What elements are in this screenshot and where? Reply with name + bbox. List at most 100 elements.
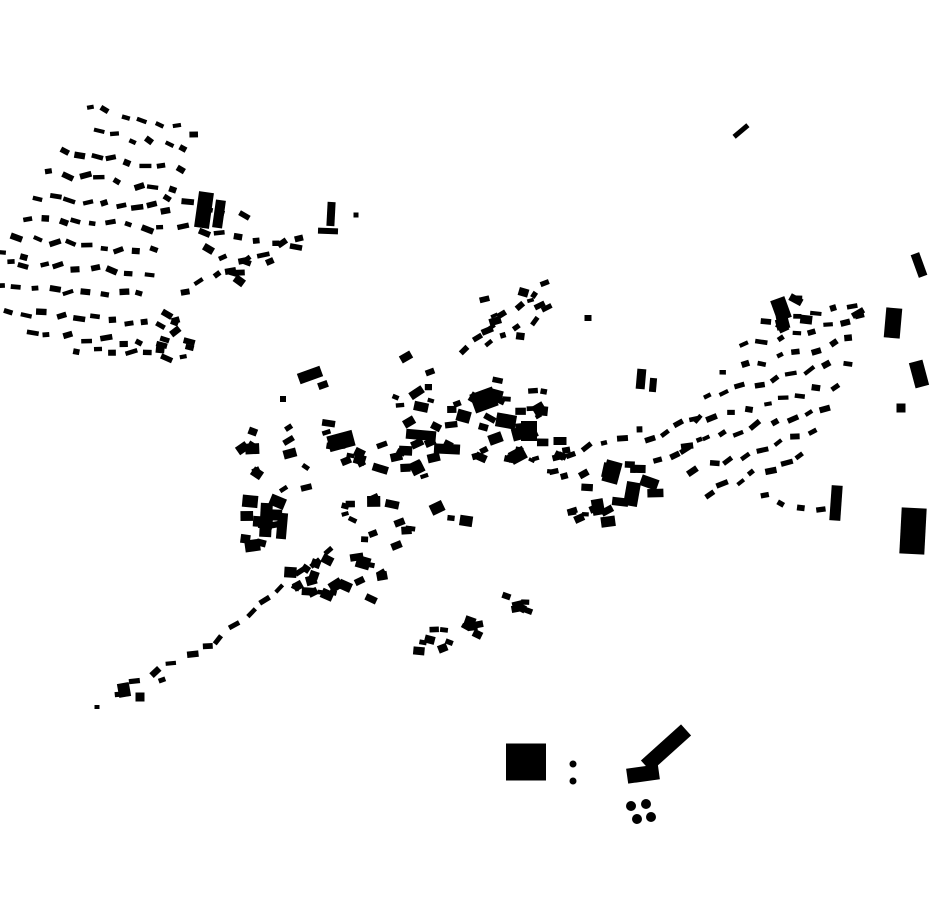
building-footprint (447, 514, 455, 522)
building-footprint (533, 300, 546, 311)
building-footprint (477, 422, 489, 432)
building-footprint (360, 536, 369, 543)
building-footprint (89, 313, 101, 320)
building-footprint (227, 620, 241, 631)
building-footprint (412, 646, 425, 656)
building-footprint (108, 316, 117, 324)
round-building-footprint (626, 801, 636, 811)
building-footprint (776, 351, 784, 359)
building-footprint (291, 579, 304, 592)
building-footprint (157, 676, 167, 684)
round-building-footprint (641, 799, 651, 809)
building-footprint (119, 288, 130, 296)
building-footprint (264, 257, 275, 266)
building-footprint (79, 170, 93, 180)
building-footprint (780, 458, 794, 467)
building-footprint (186, 650, 199, 658)
building-footprint (490, 312, 499, 319)
building-footprint (275, 512, 289, 540)
building-footprint (823, 322, 833, 327)
building-footprint (478, 295, 490, 304)
building-footprint (536, 438, 549, 447)
building-footprint (644, 434, 656, 444)
building-footprint (176, 222, 190, 231)
round-building-footprint (569, 777, 577, 785)
building-footprint (70, 266, 80, 273)
building-footprint (764, 466, 778, 476)
building-footprint (124, 320, 134, 327)
building-footprint (471, 628, 484, 640)
building-footprint (910, 252, 928, 278)
building-footprint (718, 388, 729, 397)
building-footprint (491, 376, 504, 385)
building-footprint (124, 348, 138, 356)
building-footprint (777, 395, 789, 401)
building-footprint (241, 494, 259, 509)
building-footprint (393, 517, 406, 528)
building-footprint (395, 447, 407, 457)
building-footprint (217, 253, 228, 262)
building-footprint (143, 135, 155, 146)
building-footprint (600, 515, 616, 528)
building-footprint (773, 438, 783, 447)
building-footprint (255, 538, 267, 548)
building-footprint (133, 182, 146, 192)
building-footprint (757, 360, 767, 367)
building-footprint (581, 483, 594, 492)
building-footprint (526, 297, 535, 304)
building-footprint (149, 245, 159, 253)
building-footprint (709, 460, 720, 467)
building-footprint (310, 558, 322, 570)
building-footprint (557, 451, 568, 461)
building-footprint (695, 436, 703, 443)
building-footprint (62, 288, 74, 297)
building-footprint (444, 638, 454, 646)
building-footprint (238, 210, 251, 221)
building-footprint (181, 198, 195, 206)
building-footprint (806, 328, 817, 337)
building-footprint (736, 478, 746, 487)
building-footprint (685, 465, 699, 478)
building-footprint (301, 462, 311, 472)
building-footprint (447, 405, 457, 413)
building-footprint (469, 386, 499, 414)
building-footprint (99, 199, 109, 207)
building-footprint (630, 464, 646, 474)
building-footprint (99, 104, 110, 115)
building-footprint (567, 508, 577, 516)
building-footprint (35, 308, 47, 316)
building-footprint (463, 615, 477, 628)
building-footprint (136, 116, 148, 125)
building-footprint (487, 431, 504, 446)
building-footprint (184, 343, 195, 352)
building-footprint (553, 437, 567, 445)
building-footprint (193, 277, 204, 287)
building-footprint (433, 443, 461, 455)
building-footprint (540, 388, 548, 395)
building-footprint (212, 634, 224, 646)
building-footprint (704, 489, 716, 500)
building-footprint (289, 243, 303, 251)
building-footprint (93, 127, 105, 135)
building-footprint (717, 429, 727, 438)
building-footprint (280, 396, 286, 402)
building-footprint (156, 224, 164, 230)
building-footprint (738, 340, 749, 348)
building-footprint (559, 472, 569, 481)
building-footprint (639, 474, 660, 491)
building-footprint (705, 413, 718, 423)
building-footprint (376, 440, 388, 450)
building-footprint (234, 269, 245, 276)
building-footprint (799, 314, 813, 325)
building-footprint (410, 437, 425, 450)
building-footprint (326, 429, 356, 453)
building-footprint (590, 498, 606, 516)
building-footprint (792, 330, 802, 336)
building-footprint (32, 235, 43, 243)
building-footprint (521, 421, 537, 441)
building-footprint (86, 104, 95, 110)
building-footprint (160, 353, 174, 364)
building-footprint (471, 332, 484, 343)
building-footprint (565, 450, 577, 460)
building-footprint (62, 330, 74, 340)
